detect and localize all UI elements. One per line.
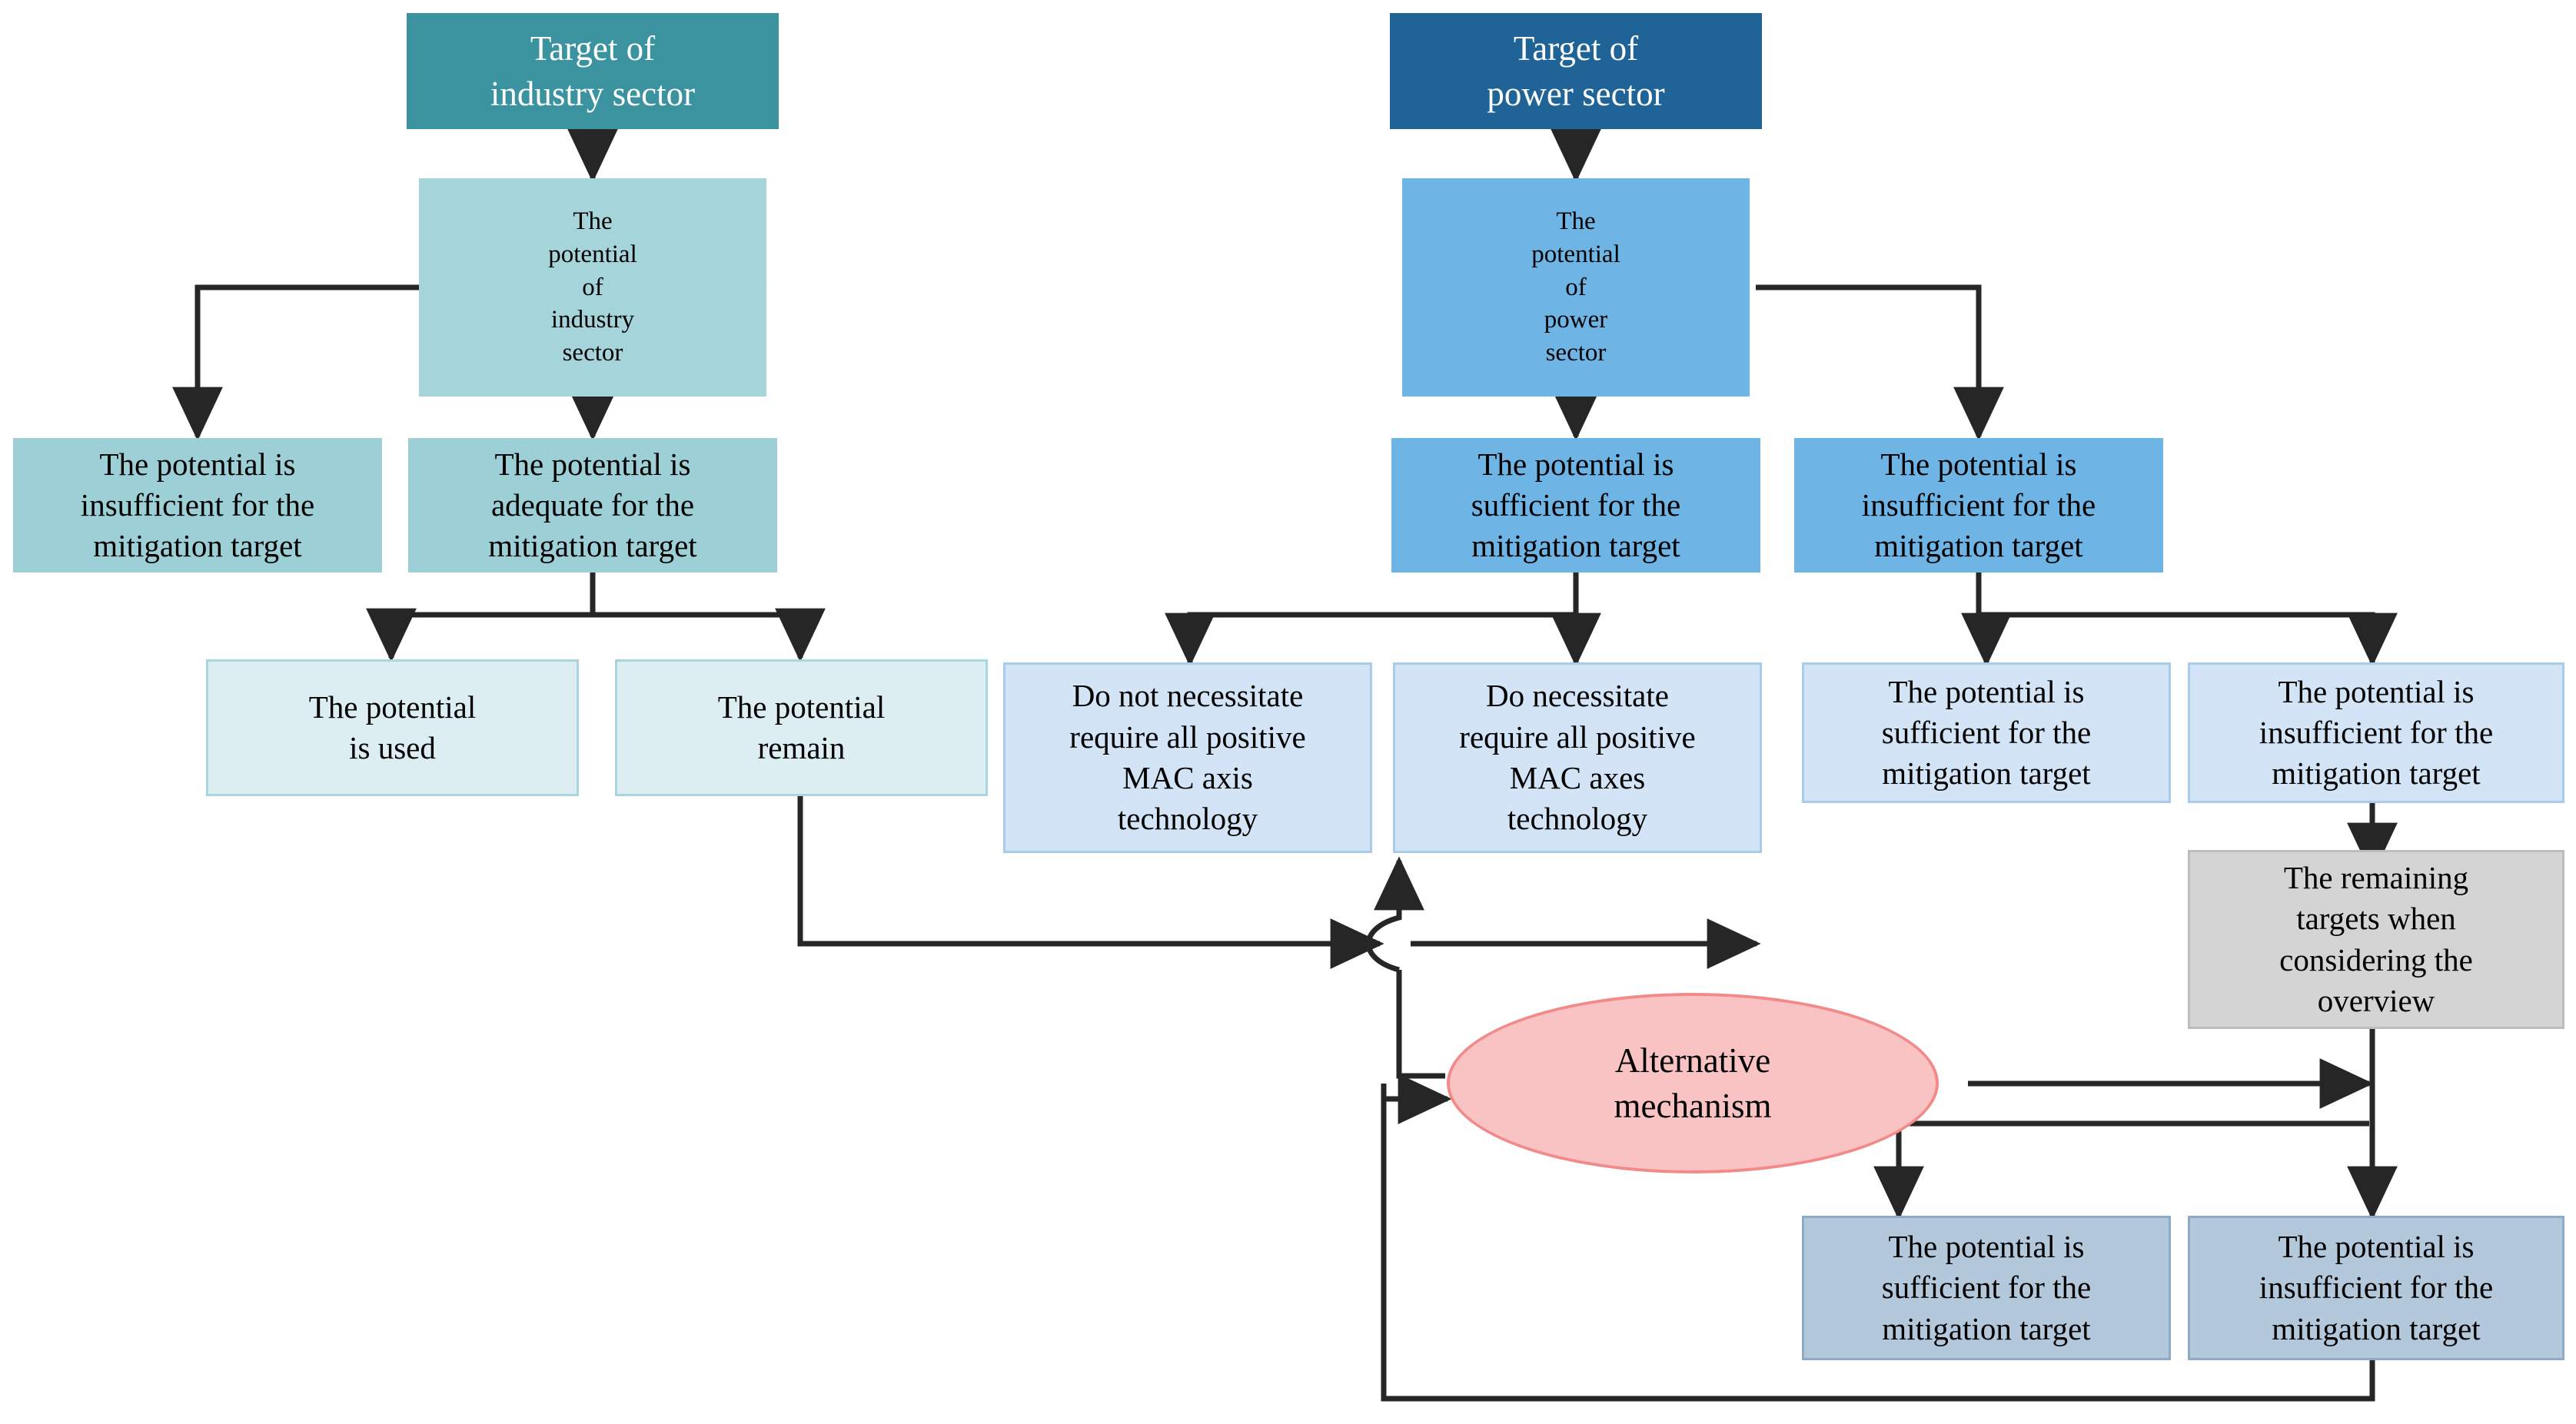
node-industry-header: Target of industry sector — [407, 13, 779, 129]
node-power-insufficient: The potential is insufficient for the mi… — [1794, 438, 2163, 573]
node-alternative-mechanism: Alternative mechanism — [1447, 993, 1939, 1173]
node-sub-sufficient-label: The potential is sufficient for the miti… — [1881, 673, 2092, 792]
node-industry-header-label: Target of industry sector — [490, 29, 696, 113]
node-power-diamond: The potential of power sector — [1402, 178, 1750, 397]
diamond-shape-industry — [419, 178, 766, 397]
node-industry-diamond: The potential of industry sector — [419, 178, 766, 397]
diamond-shape-power — [1402, 178, 1750, 397]
node-power-header: Target of power sector — [1390, 13, 1762, 129]
node-power-sufficient: The potential is sufficient for the miti… — [1391, 438, 1760, 573]
node-power-diamond-label: The potential of power sector — [1531, 207, 1620, 367]
node-potential-used-label: The potential is used — [308, 689, 477, 765]
node-final-sufficient: The potential is sufficient for the miti… — [1802, 1216, 2171, 1360]
node-industry-adequate-label: The potential is adequate for the mitiga… — [488, 446, 697, 564]
node-industry-adequate: The potential is adequate for the mitiga… — [408, 438, 777, 573]
node-industry-diamond-label: The potential of industry sector — [548, 207, 637, 367]
node-final-sufficient-label: The potential is sufficient for the miti… — [1881, 1229, 2092, 1346]
node-potential-remain-label: The potential remain — [717, 689, 886, 765]
node-alternative-mechanism-label: Alternative mechanism — [1614, 1041, 1772, 1125]
node-power-sufficient-label: The potential is sufficient for the miti… — [1471, 446, 1681, 564]
node-potential-used: The potential is used — [206, 659, 579, 796]
node-final-insufficient: The potential is insufficient for the mi… — [2188, 1216, 2564, 1360]
node-industry-insufficient: The potential is insufficient for the mi… — [13, 438, 382, 573]
node-mac-required-label: Do necessitate require all positive MAC … — [1459, 678, 1696, 837]
node-power-insufficient-label: The potential is insufficient for the mi… — [1861, 446, 2096, 564]
node-sub-insufficient: The potential is insufficient for the mi… — [2188, 662, 2564, 803]
node-potential-remain: The potential remain — [615, 659, 988, 796]
node-sub-sufficient: The potential is sufficient for the miti… — [1802, 662, 2171, 803]
node-sub-insufficient-label: The potential is insufficient for the mi… — [2259, 673, 2494, 792]
node-mac-required: Do necessitate require all positive MAC … — [1393, 662, 1762, 853]
node-remaining-targets-label: The remaining targets when considering t… — [2279, 859, 2473, 1018]
node-remaining-targets: The remaining targets when considering t… — [2188, 850, 2564, 1029]
node-industry-insufficient-label: The potential is insufficient for the mi… — [80, 446, 315, 564]
node-mac-not-required-label: Do not necessitate require all positive … — [1069, 678, 1306, 837]
node-final-insufficient-label: The potential is insufficient for the mi… — [2259, 1229, 2494, 1346]
node-power-header-label: Target of power sector — [1487, 29, 1665, 113]
node-mac-not-required: Do not necessitate require all positive … — [1003, 662, 1372, 853]
